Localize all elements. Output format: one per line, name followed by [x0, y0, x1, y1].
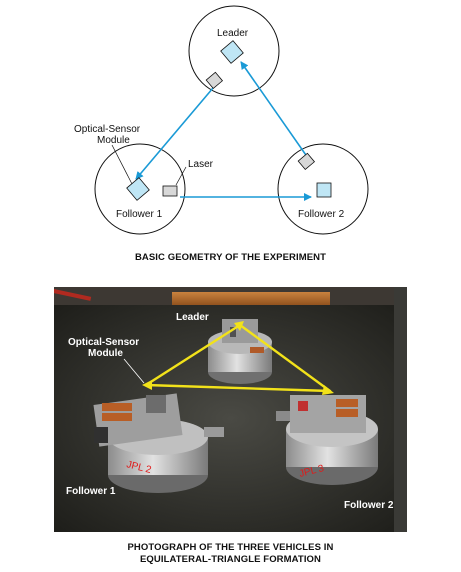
diagram-laser-label: Laser — [188, 159, 214, 170]
diagram-follower1-label: Follower 1 — [116, 209, 163, 220]
follower1-vehicle — [93, 393, 224, 493]
follower1-optical-sensor-box — [126, 177, 150, 201]
formation-triangle — [145, 323, 332, 393]
photo-leader-label: Leader — [176, 312, 209, 323]
arrow-leader-to-follower1 — [135, 87, 214, 180]
diagram-follower2-label: Follower 2 — [298, 209, 345, 220]
table-edge-right — [394, 287, 407, 532]
geometry-diagram: Leader Optical-Sensor Module Laser Follo… — [74, 5, 369, 235]
leader-vehicle-box — [220, 40, 244, 64]
arrowhead-follower2 — [322, 385, 334, 395]
photo-optical-sensor-label-line2: Module — [88, 348, 123, 359]
follower2-vehicle — [276, 395, 378, 485]
diagram-optical-sensor-label-line2: Module — [97, 135, 130, 146]
diagram-caption: BASIC GEOMETRY OF THE EXPERIMENT — [134, 252, 327, 263]
arrowhead-follower1 — [142, 380, 152, 390]
laser-pointer — [175, 166, 187, 186]
follower2-vehicle-box — [316, 182, 332, 198]
photo-follower1-label: Follower 1 — [66, 486, 116, 497]
wood-bar — [172, 292, 330, 306]
diagram-leader-label: Leader — [217, 28, 249, 39]
leader-sensor-box — [205, 71, 224, 90]
follower1-circle — [94, 143, 186, 235]
arrow-follower2-to-leader — [240, 61, 309, 159]
arrowhead-leader — [234, 321, 244, 331]
follower2-sensor-box — [297, 152, 316, 171]
red-cable — [54, 289, 92, 301]
photo-optical-sensor-pointer — [123, 358, 145, 384]
optical-sensor-pointer — [111, 144, 133, 185]
photo-caption-line2: EQUILATERAL-TRIANGLE FORMATION — [139, 554, 322, 565]
vehicles-photograph: Leader Optical-Sensor Module Follower 1 … — [54, 287, 407, 532]
photo-follower2-label: Follower 2 — [344, 500, 394, 511]
photo-optical-sensor-label: Optical-Sensor — [68, 337, 139, 348]
photo-caption-line1: PHOTOGRAPH OF THE THREE VEHICLES IN — [127, 542, 334, 553]
diagram-optical-sensor-label: Optical-Sensor — [74, 124, 141, 135]
leader-circle — [188, 5, 280, 97]
follower1-laser-box — [162, 185, 178, 197]
follower2-circle — [277, 143, 369, 235]
